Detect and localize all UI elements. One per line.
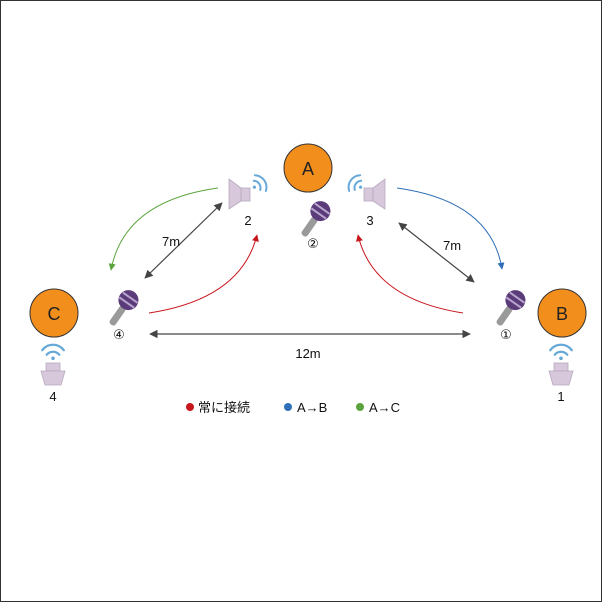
- node-b-label: B: [556, 304, 568, 324]
- node-c-label: C: [48, 304, 61, 324]
- speaker-4-label: 4: [49, 389, 56, 404]
- speaker-3-label: 3: [366, 213, 373, 228]
- speaker-1-icon: [548, 343, 574, 386]
- node-b: B: [537, 288, 587, 338]
- microphone-2-icon: [294, 196, 336, 243]
- always-connected-arrow-left: [148, 234, 259, 314]
- microphone-1-label: ①: [500, 327, 512, 342]
- microphone-4-icon: [102, 285, 144, 332]
- legend-a-to-b: A→B: [297, 400, 327, 415]
- distance-right-line: [398, 222, 475, 283]
- legend-a-to-c: A→C: [369, 400, 400, 415]
- speaker-2-label: 2: [244, 213, 251, 228]
- microphone-4-label: ④: [113, 327, 125, 342]
- a-to-b-arrow: [396, 187, 505, 270]
- legend-always-connected: 常に接続: [198, 400, 250, 415]
- speaker-3-icon: [344, 171, 386, 210]
- microphone-1-icon: [489, 285, 531, 332]
- distance-left-line: [144, 202, 223, 279]
- distance-right-label: 7m: [443, 238, 461, 253]
- legend-red-dot: [186, 403, 194, 411]
- speaker-4-icon: [40, 343, 66, 386]
- distance-bottom-label: 12m: [295, 346, 320, 361]
- always-connected-arrow-right: [356, 234, 464, 314]
- node-c: C: [29, 288, 79, 338]
- legend-blue-dot: [284, 403, 292, 411]
- distance-left-label: 7m: [162, 234, 180, 249]
- node-a-label: A: [302, 159, 314, 179]
- speaker-1-label: 1: [557, 389, 564, 404]
- speaker-2-icon: [228, 171, 271, 210]
- legend-green-dot: [356, 403, 364, 411]
- node-a: A: [283, 143, 333, 193]
- microphone-2-label: ②: [307, 236, 319, 251]
- legend: 常に接続 A→B A→C: [186, 400, 400, 415]
- a-to-c-arrow: [108, 187, 219, 271]
